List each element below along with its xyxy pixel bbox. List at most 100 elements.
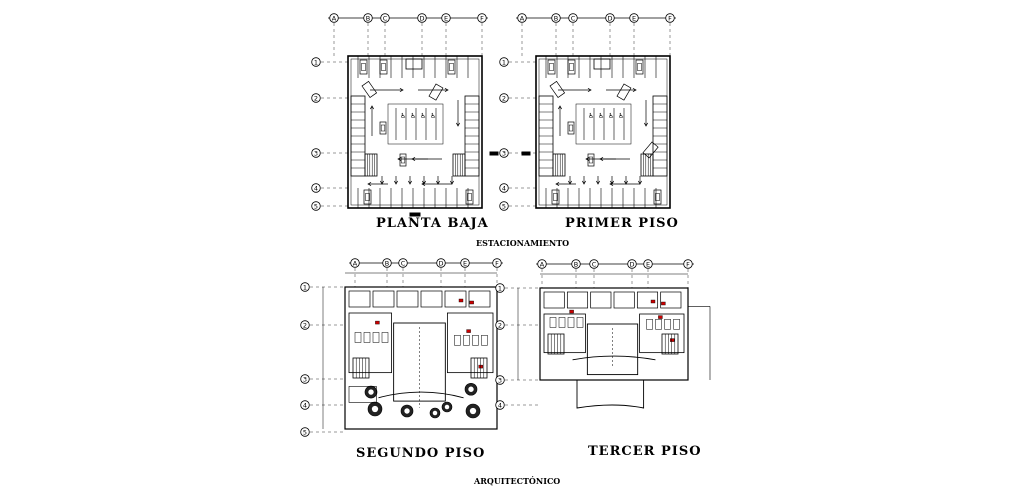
- car-roof: [569, 63, 574, 71]
- office-room: [543, 313, 586, 354]
- grid-row-5-label: 5: [314, 202, 318, 210]
- arrow-head: [638, 180, 642, 185]
- car-roof: [467, 193, 472, 201]
- stair-outline: [452, 153, 466, 177]
- stair-outline: [364, 153, 378, 177]
- stair-outline: [547, 333, 565, 355]
- diagonal-car: [642, 141, 659, 159]
- desk-symbol: [472, 335, 479, 346]
- grid-col-C-circle: [380, 13, 390, 23]
- grid-col-D-circle: [627, 259, 637, 269]
- curved-facade: [572, 355, 656, 361]
- grid-row-4-label: 4: [498, 401, 502, 409]
- grid-row-1-label: 1: [303, 283, 307, 291]
- grid-col-C-circle: [589, 259, 599, 269]
- grid-col-F-circle: [683, 259, 693, 269]
- grid-col-A-label: A: [520, 14, 525, 22]
- office-room: [348, 312, 392, 374]
- grid-col-E-label: E: [463, 259, 467, 267]
- arrow-head: [397, 157, 402, 161]
- grid-row-1-label: 1: [498, 284, 502, 292]
- desk-symbol: [655, 319, 662, 330]
- parked-car: [653, 189, 662, 205]
- grid-row-5-label: 5: [502, 202, 506, 210]
- grid-row-4-circle: [499, 183, 509, 193]
- car-roof: [380, 124, 386, 132]
- parked-car: [551, 189, 560, 205]
- grid-row-1-circle: [311, 57, 321, 67]
- grid-row-4-label: 4: [303, 401, 307, 409]
- grid-row-1-label: 1: [502, 58, 506, 66]
- desk-symbol: [549, 317, 557, 328]
- accessible-stall-symbol: ♿: [400, 112, 406, 120]
- car-roof: [381, 63, 386, 71]
- plan-title-primer-piso: PRIMER PISO: [565, 216, 679, 231]
- elevator-box: [405, 58, 423, 70]
- grid-col-D-label: D: [607, 14, 612, 22]
- desk-symbol: [354, 332, 362, 343]
- grid-row-2-circle: [300, 320, 310, 330]
- grid-col-A-label: A: [353, 259, 358, 267]
- caption-estacionamiento: ESTACIONAMIENTO: [476, 238, 570, 248]
- grid-row-2-label: 2: [498, 321, 502, 329]
- red-fixture: [569, 309, 574, 314]
- accessible-stall-symbol: ♿: [608, 112, 614, 120]
- grid-row-3-label: 3: [502, 149, 506, 157]
- grid-row-2-circle: [495, 320, 505, 330]
- arrow-head: [610, 180, 614, 185]
- parked-car: [567, 121, 575, 135]
- grid-row-2-circle: [311, 93, 321, 103]
- stair-outline: [640, 153, 654, 177]
- grid-row-4-circle: [311, 183, 321, 193]
- grid-row-1-label: 1: [314, 58, 318, 66]
- grid-row-2-label: 2: [314, 94, 318, 102]
- grid-col-B-label: B: [574, 260, 578, 268]
- desk-symbol: [372, 332, 380, 343]
- parked-car: [399, 153, 407, 167]
- red-fixture: [650, 299, 656, 304]
- car-roof: [400, 156, 406, 164]
- red-fixture: [458, 298, 464, 303]
- grid-row-1-circle: [495, 283, 505, 293]
- arrow-head: [394, 180, 398, 185]
- grid-col-D-label: D: [438, 259, 443, 267]
- office-room: [446, 312, 494, 374]
- room-outline: [444, 290, 467, 308]
- atrium-outline: [586, 323, 639, 376]
- diagonal-car: [361, 80, 378, 98]
- parking-island: [575, 103, 632, 145]
- grid-row-5-label: 5: [303, 428, 307, 436]
- arrow-head: [380, 180, 384, 185]
- arrow-head: [436, 180, 440, 185]
- grid-col-F-label: F: [495, 259, 499, 267]
- grid-col-C-label: C: [383, 14, 388, 22]
- parking-island: [387, 103, 444, 145]
- room-outline: [566, 291, 589, 309]
- parked-car: [616, 83, 632, 101]
- grid-row-2-label: 2: [303, 321, 307, 329]
- arrow-head: [644, 122, 648, 127]
- desk-symbol: [454, 335, 461, 346]
- balcony-outline: [576, 380, 645, 409]
- car-roof: [449, 63, 454, 71]
- building-outline: [539, 287, 689, 381]
- grid-row-3-label: 3: [314, 149, 318, 157]
- desk-symbol: [576, 317, 584, 328]
- grid-row-2-circle: [499, 93, 509, 103]
- arrow-head: [585, 157, 590, 161]
- plan-title-segundo-piso: SEGUNDO PISO: [356, 446, 486, 461]
- desk-symbol: [646, 319, 653, 330]
- grid-col-F-label: F: [668, 14, 672, 22]
- stair-outline: [352, 357, 370, 379]
- arrow-head: [587, 88, 592, 92]
- grid-row-3-label: 3: [498, 376, 502, 384]
- diagonal-car: [616, 83, 632, 101]
- grid-col-C-circle: [398, 258, 408, 268]
- accessible-stall-symbol: ♿: [588, 112, 594, 120]
- grid-col-D-circle: [417, 13, 427, 23]
- grid-col-C-label: C: [592, 260, 597, 268]
- room-outline: [372, 290, 395, 308]
- tree-core: [371, 405, 379, 413]
